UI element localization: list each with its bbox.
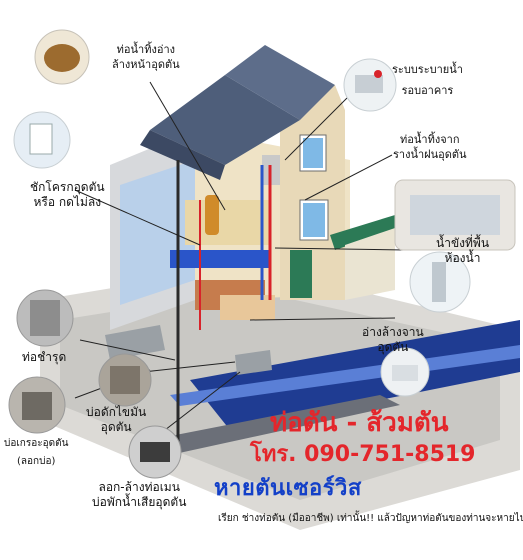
label-roof-gutter: ท่อน้ำทิ้งจาก รางน้ำฝนอุดตัน [393,133,467,161]
label-sink-drain: ท่อน้ำทิ้งอ่าง ล้างหน้าอุดตัน [112,43,180,71]
ad-footer: เรียก ช่างท่อตัน (มืออาชีพ) เท่านั้น!! แ… [218,513,523,524]
label-broken-pipe: ท่อชำรุด [22,350,67,364]
ad-headline: ท่อตัน - ส้วมตัน [270,408,449,438]
callout-photos [8,29,516,479]
ad-brand: หายตันเซอร์วิส [214,476,362,501]
label-toilet: ชักโครกอุดตัน หรือ กดไม่ลง [30,180,105,209]
label-house-drain: ระบบระบายน้ำ รอบอาคาร [392,63,463,97]
house [105,45,400,460]
label-septic: บ่อเกรอะอุดตัน (ลอกบ่อ) [4,438,69,467]
label-floor-water: น้ำขังที่พื้น ห้องน้ำ [436,236,490,265]
label-kitchen-sink: อ่างล้างจาน อุดตัน [362,325,424,354]
label-sewer: ลอก-ล้างท่อเมน บ่อพักน้ำเสียอุดตัน [92,480,187,509]
ad-phone: โทร. 090-751-8519 [250,442,476,467]
label-grease-trap: บ่อดักไขมัน อุดตัน [86,405,147,434]
